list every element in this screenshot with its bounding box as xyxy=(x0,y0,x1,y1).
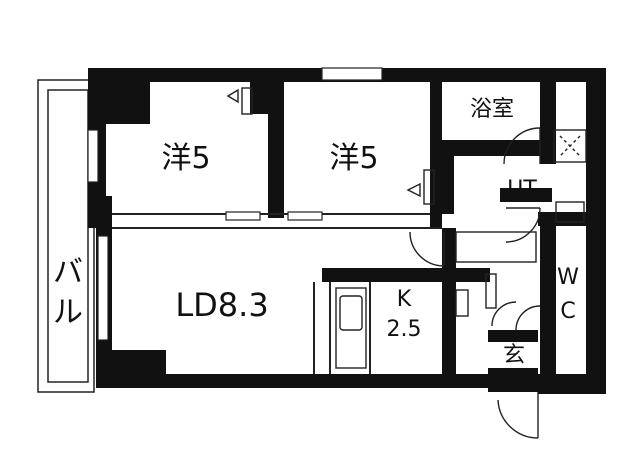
room-label-entrance: 玄 xyxy=(503,343,525,368)
fixtures xyxy=(335,129,587,369)
balcony xyxy=(37,79,95,393)
room-label-kitchen: K xyxy=(397,287,412,312)
room-label-kitchen-size: 2.5 xyxy=(387,317,422,342)
room-label-western-2: 洋5 xyxy=(329,141,378,176)
room-label-bathroom: 浴室 xyxy=(470,97,514,122)
room-label-toilet-c: C xyxy=(560,299,575,324)
doors xyxy=(226,87,541,439)
room-label-balcony-1: バ xyxy=(53,255,83,290)
room-label-toilet-w: W xyxy=(557,265,579,290)
room-label-balcony-2: ル xyxy=(53,295,83,330)
room-label-western-1: 洋5 xyxy=(161,141,210,176)
outer-walls xyxy=(88,68,606,394)
room-label-ldk: LD8.3 xyxy=(175,286,268,324)
room-label-utility: UT xyxy=(507,177,537,202)
windows xyxy=(87,67,383,341)
